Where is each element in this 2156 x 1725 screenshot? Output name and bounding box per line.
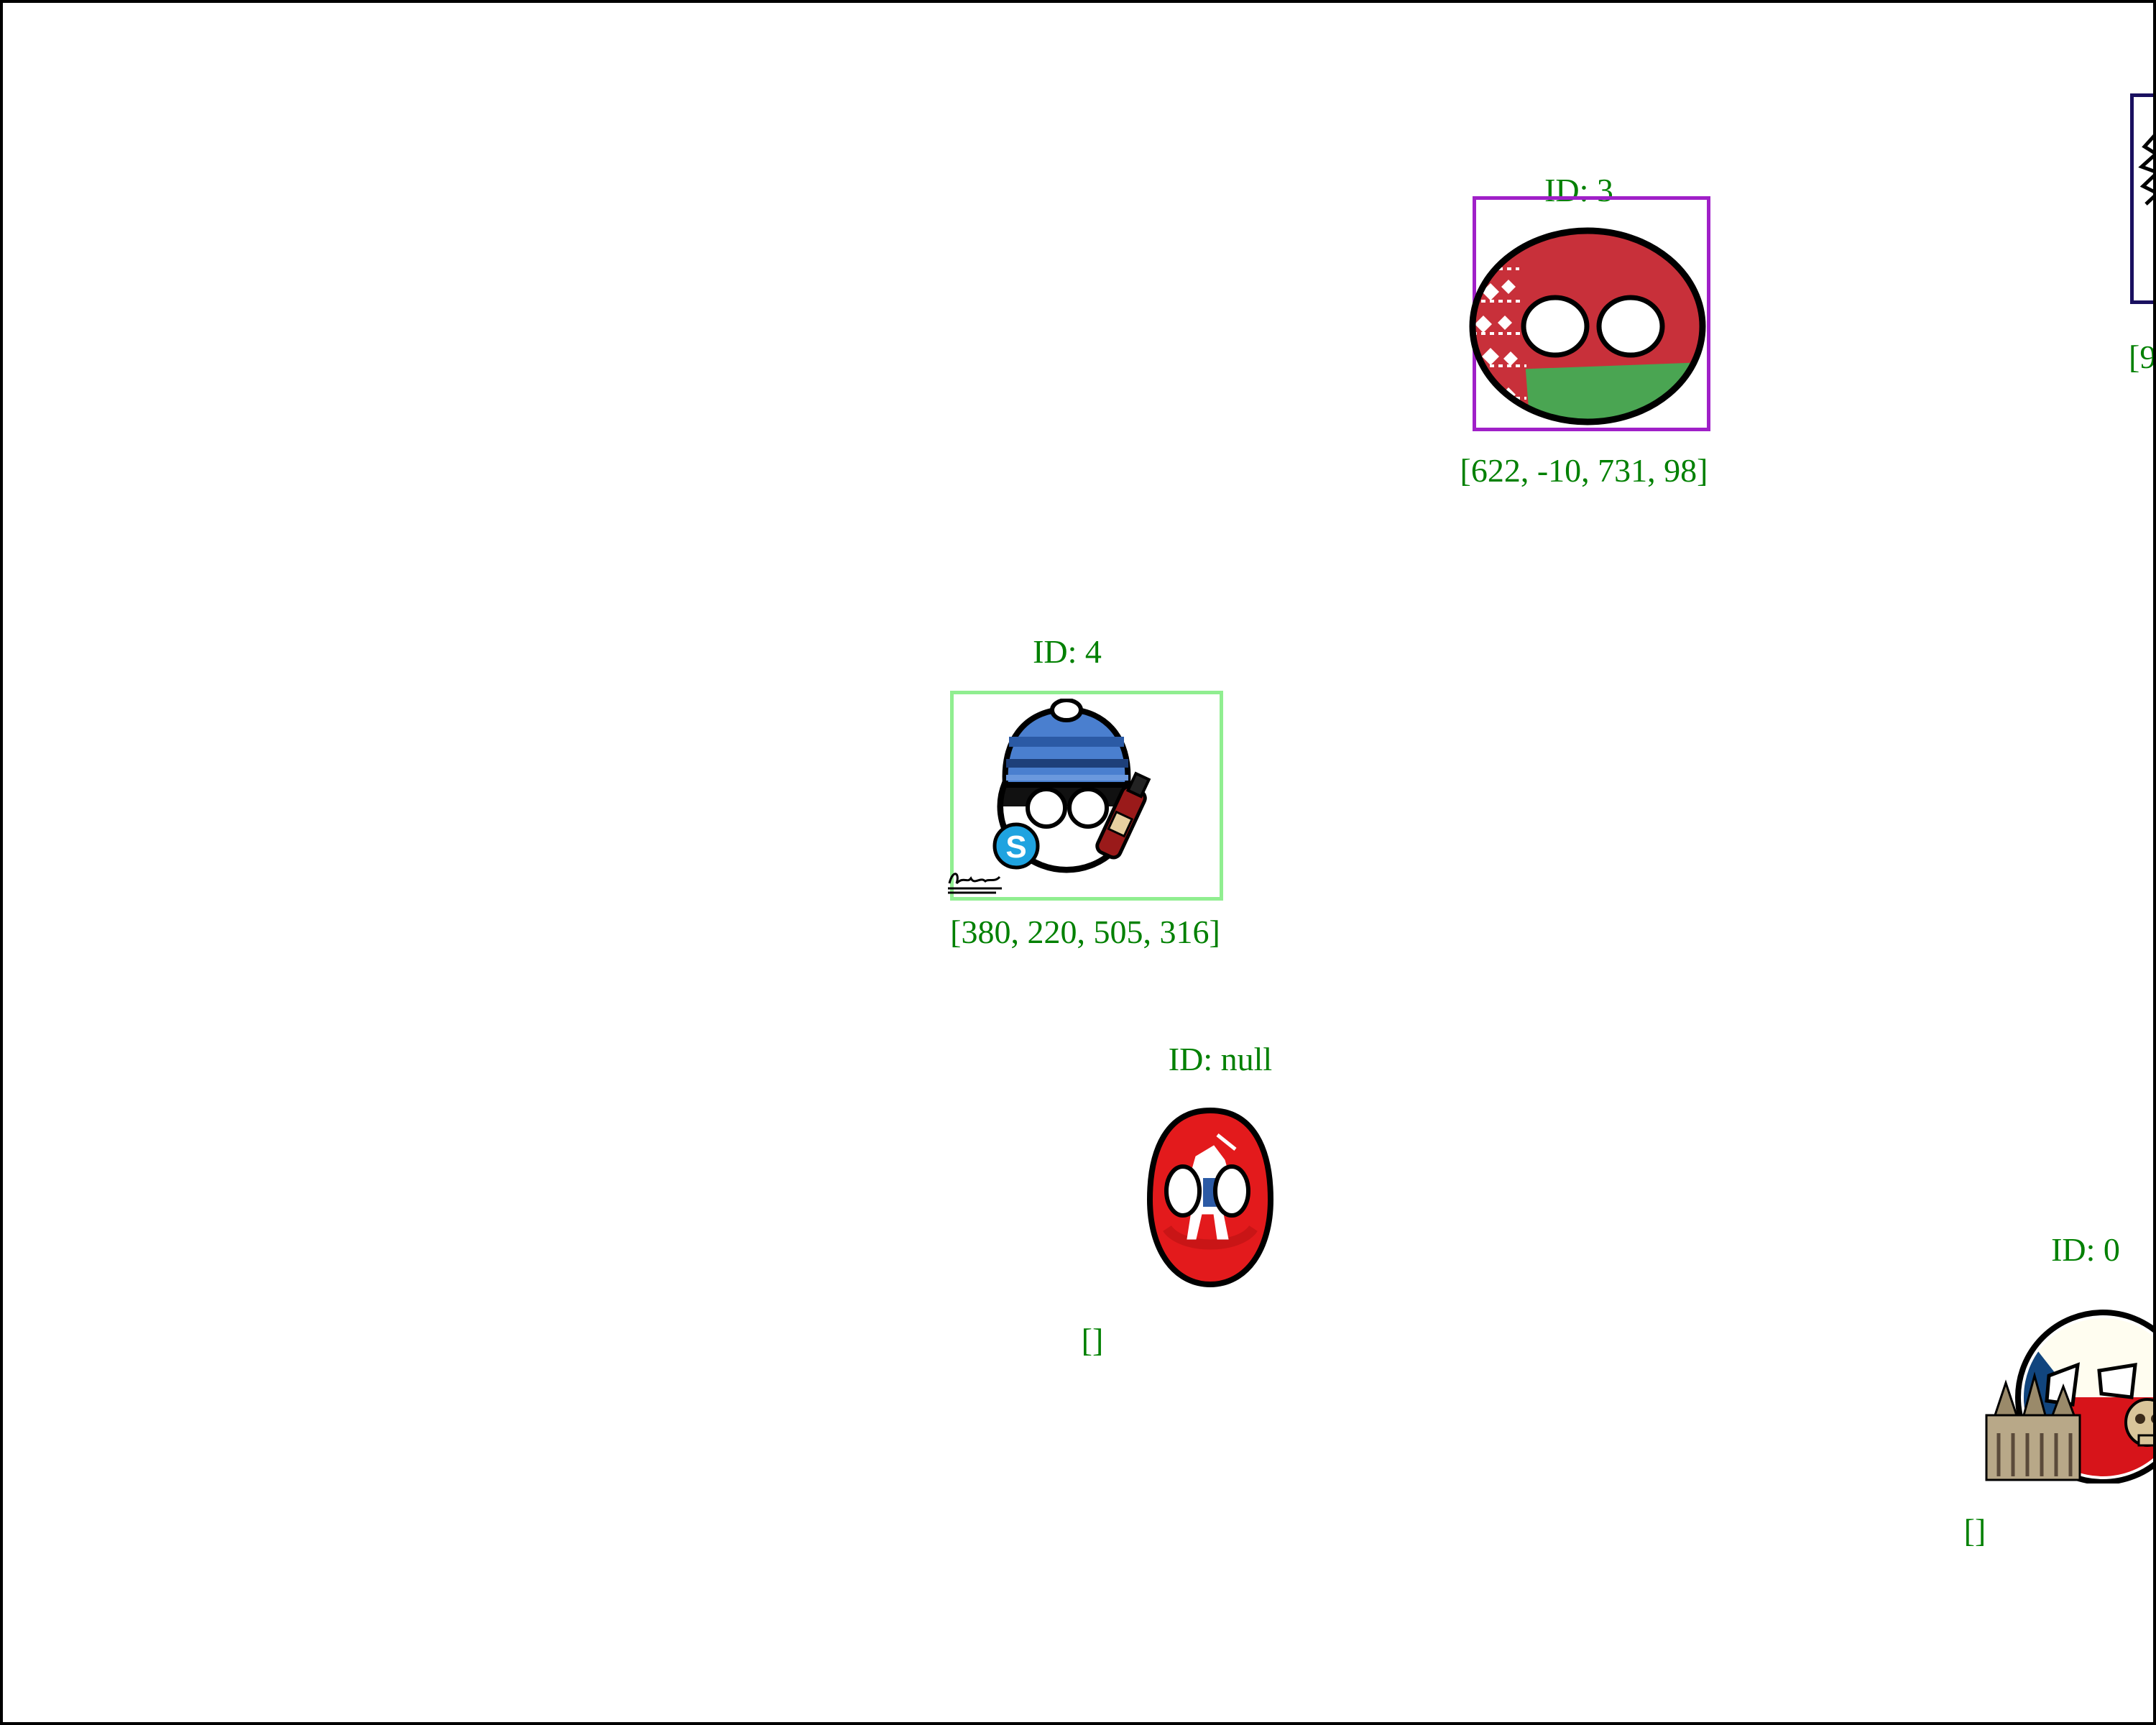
cropped-ball-image (2136, 125, 2153, 211)
bbox-cropped-right[interactable] (2130, 93, 2153, 304)
id-label-0: ID: 0 (2051, 1231, 2120, 1268)
id-label-3: ID: 3 (1544, 172, 1613, 208)
bbox-id-4[interactable] (950, 691, 1223, 901)
lithuania-ball-icon (1146, 1107, 1274, 1288)
czech-ball-image (1981, 1307, 2153, 1484)
cathedral-icon (1985, 1371, 2081, 1481)
bbox-label-0: [] (1963, 1512, 1986, 1549)
id-label-null: ID: null (1168, 1041, 1273, 1077)
estonia-ball-image: S (987, 699, 1153, 878)
belarus-ball-image (1469, 226, 1706, 427)
id-label-4: ID: 4 (1033, 633, 1102, 670)
bbox-label-cropped: [9 (2129, 339, 2156, 375)
bbox-label-3: [622, -10, 731, 98] (1460, 452, 1708, 489)
signature-watermark (946, 865, 1003, 898)
cropped-ball-icon (2138, 134, 2153, 206)
svg-text:S: S (1005, 829, 1026, 865)
bbox-label-4: [380, 220, 505, 316] (950, 914, 1220, 950)
estonia-ball-icon: S (992, 699, 1151, 873)
bbox-label-null: [] (1081, 1322, 1104, 1358)
signature-icon (948, 873, 1002, 894)
czech-ball-icon (1985, 1310, 2153, 1484)
lithuania-ball-image (1146, 1106, 1275, 1289)
skull-icon (2124, 1398, 2153, 1447)
belarus-ball-icon (1469, 227, 1706, 426)
